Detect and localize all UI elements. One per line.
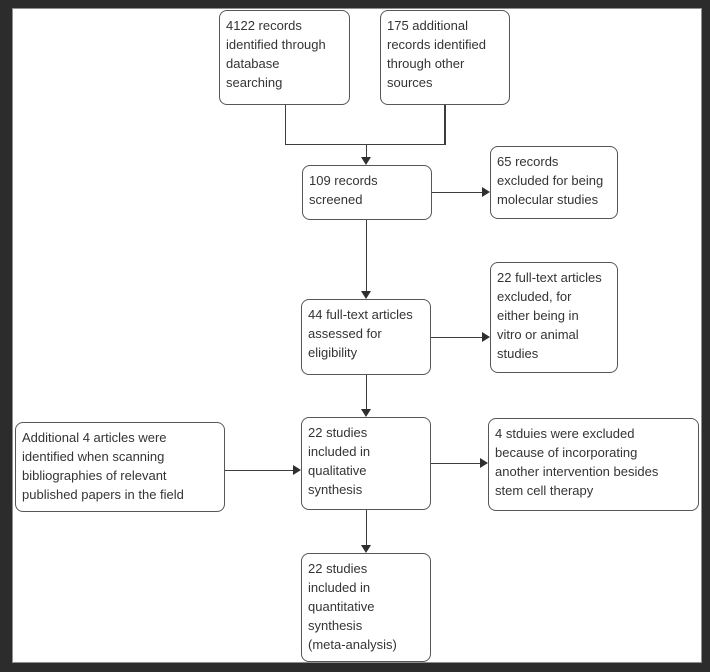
- box-records-identified-database: 4122 records identified through database…: [219, 10, 350, 105]
- box-studies-quantitative-synthesis: 22 studies included in quantitative synt…: [301, 553, 431, 662]
- connector-fulltext-down: [365, 375, 367, 409]
- box-records-screened: 109 records screened: [302, 165, 432, 220]
- arrowhead-to-fulltext: [361, 291, 371, 299]
- arrowhead-to-quantitative: [361, 545, 371, 553]
- connector-merge-down: [365, 144, 367, 157]
- box-additional-articles-bibliographies: Additional 4 articles were identified wh…: [15, 422, 225, 512]
- arrowhead-to-excluded-intervention: [480, 458, 488, 468]
- connector-screened-down: [365, 220, 367, 291]
- connector-screened-to-excluded: [432, 191, 482, 193]
- connector-merge-horizontal: [284, 143, 446, 145]
- connector-additional-to-qualitative: [225, 469, 293, 471]
- box-records-excluded-molecular: 65 records excluded for being molecular …: [490, 146, 618, 219]
- arrowhead-to-fulltext-excluded: [482, 332, 490, 342]
- arrowhead-to-qualitative-left: [293, 465, 301, 475]
- arrowhead-to-screened: [361, 157, 371, 165]
- connector-other-down: [444, 105, 446, 145]
- box-records-identified-other-sources: 175 additional records identified throug…: [380, 10, 510, 105]
- connector-fulltext-to-excluded: [431, 336, 482, 338]
- arrowhead-to-excluded-molecular: [482, 187, 490, 197]
- box-studies-excluded-intervention: 4 stduies were excluded because of incor…: [488, 418, 699, 511]
- arrowhead-to-qualitative: [361, 409, 371, 417]
- box-studies-qualitative-synthesis: 22 studies included in qualitative synth…: [301, 417, 431, 510]
- connector-db-down: [284, 105, 286, 145]
- connector-qualitative-to-excluded: [431, 462, 480, 464]
- box-fulltext-excluded: 22 full-text articles excluded, for eith…: [490, 262, 618, 373]
- connector-qualitative-down: [365, 510, 367, 545]
- box-fulltext-assessed: 44 full-text articles assessed for eligi…: [301, 299, 431, 375]
